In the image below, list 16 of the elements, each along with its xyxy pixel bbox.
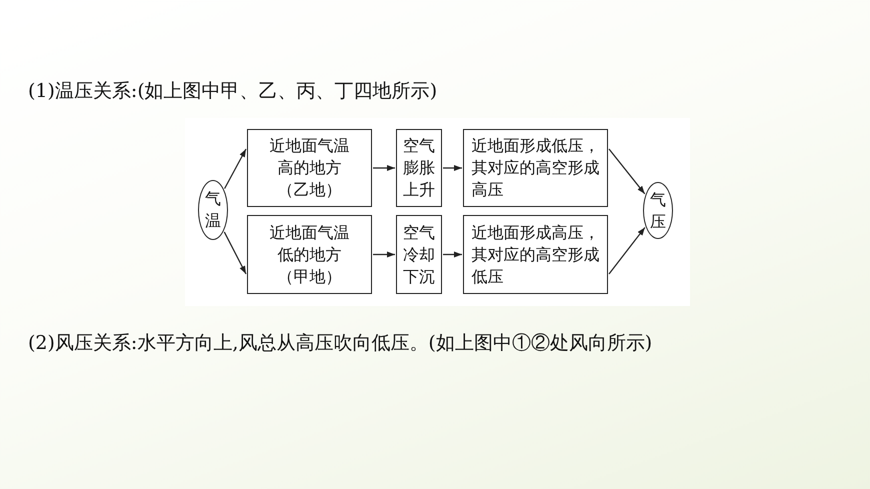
note-text: (2)风压关系:水平方向上,风总从高压吹向低压。(如上图中①②处风向所示) [28, 331, 652, 356]
process-box: 近地面气温低的地方（甲地） [247, 215, 372, 294]
arrow [224, 148, 247, 189]
process-box: 空气膨胀上升 [396, 129, 442, 207]
process-box: 空气冷却下沉 [396, 215, 442, 294]
process-box: 近地面气温高的地方（乙地） [247, 129, 372, 207]
arrow [608, 227, 646, 274]
arrow [443, 252, 462, 258]
arrow [608, 148, 646, 194]
arrow [373, 252, 395, 258]
arrow [443, 165, 462, 171]
note-text: (1)温压关系:(如上图中甲、乙、丙、丁四地所示) [28, 79, 438, 104]
arrow [373, 165, 395, 171]
arrow [224, 232, 247, 274]
process-box: 近地面形成高压，其对应的高空形成低压 [463, 215, 608, 294]
process-box: 近地面形成低压，其对应的高空形成高压 [463, 129, 608, 207]
